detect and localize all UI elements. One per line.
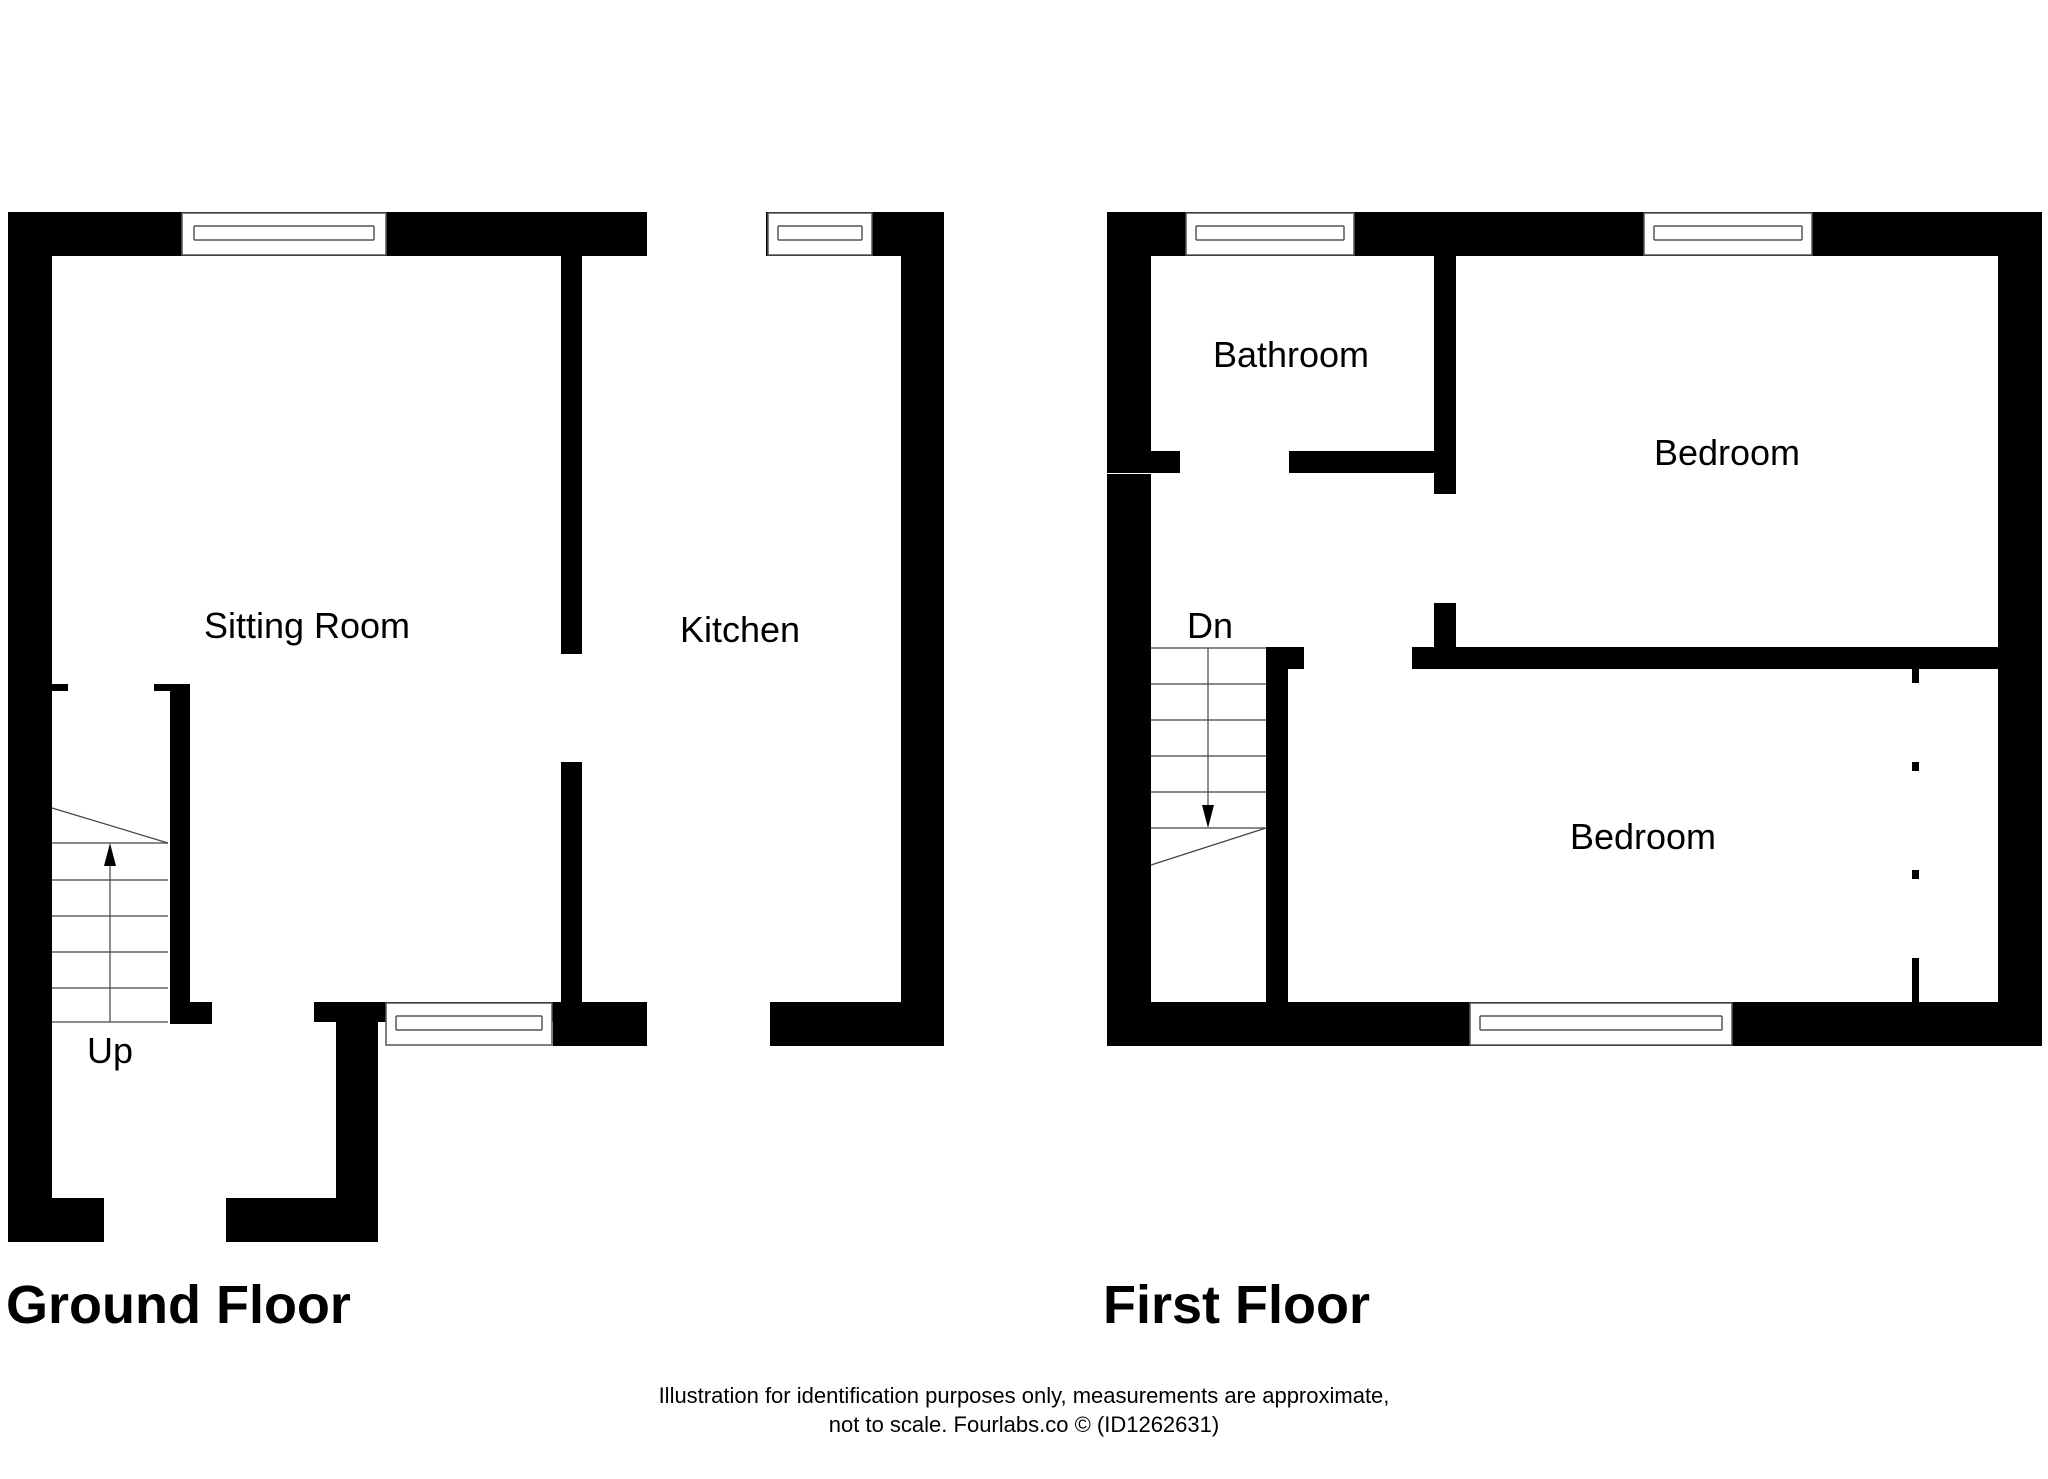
- room-label-bedroom-rear: Bedroom: [1570, 816, 1716, 857]
- wall: [1998, 212, 2042, 1046]
- wall: [1107, 212, 1151, 454]
- window: [181, 212, 387, 256]
- staircase-up: [51, 807, 169, 1023]
- staircase-down: [1150, 647, 1267, 866]
- ground-floor-plan: Sitting Room Kitchen Up Ground Floor: [6, 212, 944, 1335]
- stairs-up-label: Up: [87, 1030, 133, 1071]
- wardrobe-door: [1912, 870, 1919, 879]
- wall: [901, 212, 944, 1046]
- wall: [1107, 451, 1180, 473]
- wall: [48, 684, 68, 691]
- window: [1469, 1002, 1733, 1046]
- window: [385, 1002, 553, 1046]
- wall: [8, 1198, 104, 1242]
- disclaimer-line-1: Illustration for identification purposes…: [658, 1383, 1390, 1408]
- first-floor-title: First Floor: [1103, 1275, 1370, 1335]
- wardrobe-door: [1912, 762, 1919, 771]
- window: [1185, 212, 1355, 256]
- wall: [1412, 647, 2042, 669]
- room-label-sitting-room: Sitting Room: [204, 605, 410, 646]
- wall: [170, 684, 190, 1024]
- arrow-up-icon: [104, 843, 116, 866]
- wall: [1107, 474, 1151, 1046]
- ground-floor-title: Ground Floor: [6, 1275, 351, 1335]
- wall: [770, 1002, 944, 1046]
- wall: [170, 1002, 212, 1024]
- arrow-down-icon: [1202, 805, 1214, 828]
- wall: [1434, 256, 1456, 494]
- wall: [1434, 603, 1456, 647]
- wall: [8, 212, 52, 1198]
- window: [767, 212, 873, 256]
- window: [1643, 212, 1813, 256]
- wall: [1289, 451, 1444, 473]
- room-label-bedroom-front: Bedroom: [1654, 432, 1800, 473]
- wardrobe-door: [1912, 669, 1919, 683]
- wall: [553, 1002, 647, 1046]
- wall: [226, 1198, 378, 1242]
- room-label-bathroom: Bathroom: [1213, 334, 1369, 375]
- disclaimer-line-2: not to scale. Fourlabs.co © (ID1262631): [828, 1412, 1220, 1437]
- stairs-down-label: Dn: [1187, 605, 1233, 646]
- wardrobe-door: [1912, 958, 1919, 1002]
- wall: [561, 762, 582, 1002]
- wall: [1266, 647, 1288, 1007]
- first-floor-plan: Bathroom Bedroom Bedroom Dn First Floor: [1103, 212, 2042, 1335]
- room-label-kitchen: Kitchen: [680, 609, 800, 650]
- wall: [561, 256, 582, 654]
